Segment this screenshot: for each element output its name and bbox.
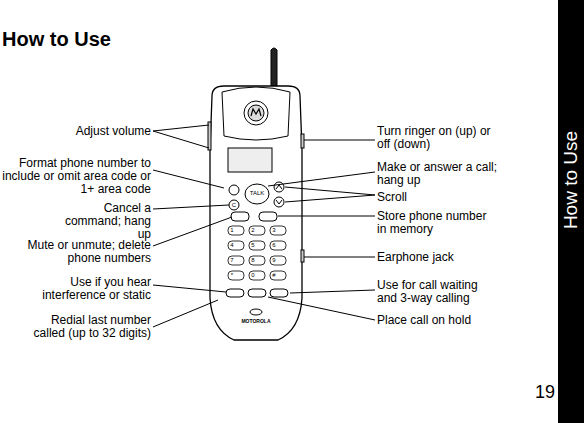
callout-text: Mute or unmute; delete phone numbers [21, 239, 151, 265]
key-label: 6 [269, 242, 279, 249]
callout-text: Adjust volume [1, 125, 151, 138]
key-label: 1 [227, 227, 237, 234]
callout-text: Use if you hear interference or static [26, 276, 151, 302]
key-label: 7 [227, 257, 237, 264]
key-label: # [269, 272, 279, 279]
callout-text: Turn ringer on (up) or off (down) [377, 125, 497, 151]
page-title: How to Use [2, 28, 111, 50]
side-tab-text: How to Use [561, 130, 581, 230]
page-number: 19 [535, 383, 565, 402]
callout-text: Scroll [377, 191, 437, 204]
key-label: * [227, 272, 237, 279]
callout-text: Cancel a command; hang up [51, 202, 151, 241]
callout-text: Place call on hold [377, 314, 497, 327]
callout-text: Store phone number in memory [377, 210, 487, 236]
key-label: 9 [269, 257, 279, 264]
key-label: 3 [269, 227, 279, 234]
key-label: 5 [248, 242, 258, 249]
key-label: 2 [248, 227, 258, 234]
key-label: 0 [248, 272, 258, 279]
key-label: TALK [249, 190, 265, 197]
key-label: 8 [248, 257, 258, 264]
key-label: MOTOROLA [236, 318, 276, 324]
callout-text: Use for call waiting and 3-way calling [377, 279, 487, 305]
callout-text: Redial last number called (up to 32 digi… [31, 314, 151, 340]
callout-text: Earphone jack [377, 251, 477, 264]
callout-text: Make or answer a call; hang up [377, 161, 502, 187]
callout-text: Format phone number to include or omit a… [1, 157, 151, 196]
key-label: C [228, 202, 240, 209]
key-label: 4 [227, 242, 237, 249]
